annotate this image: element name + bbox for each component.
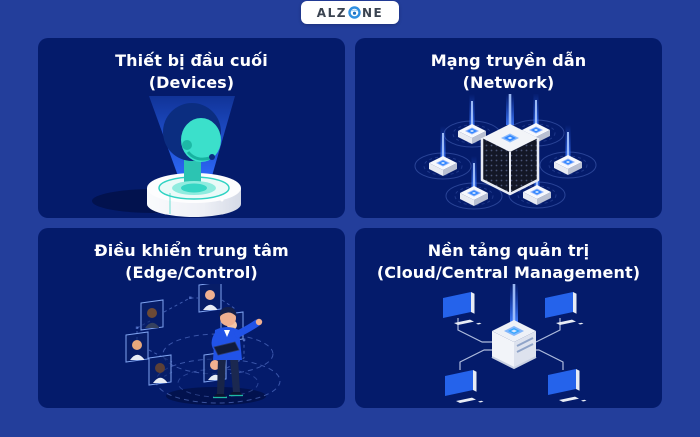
logo-text-left: ALZ <box>316 5 347 20</box>
globe-swirl-icon <box>348 6 361 19</box>
panel-edge-title: Điều khiển trung tâm (Edge/Control) <box>94 240 289 284</box>
panel-cloud-title: Nền tảng quản trị (Cloud/Central Managem… <box>377 240 640 284</box>
operator-avatars-illustration <box>38 284 345 408</box>
management-server-icon <box>491 284 537 370</box>
server-monitors-icon <box>443 284 587 403</box>
panel-edge-control: Điều khiển trung tâm (Edge/Control) <box>38 228 345 408</box>
alzone-logo-badge: ALZ NE <box>301 1 399 24</box>
panel-devices: Thiết bị đầu cuối (Devices) <box>38 38 345 218</box>
panel-network-title-vi: Mạng truyền dẫn <box>430 51 587 70</box>
network-hub-illustration <box>355 94 662 218</box>
logo-text-right: NE <box>361 5 384 20</box>
central-server-icon <box>480 94 540 196</box>
server-monitors-illustration <box>355 284 662 408</box>
workstation-monitor-icon <box>443 292 482 325</box>
panels-grid: Thiết bị đầu cuối (Devices) <box>38 38 662 408</box>
hologram-head-icon <box>163 103 221 188</box>
connector-lines <box>457 318 564 370</box>
panel-devices-title-vi: Thiết bị đầu cuối <box>115 51 268 70</box>
smart-speaker-hologram-illustration <box>38 94 345 218</box>
smart-speaker-icon <box>92 96 241 217</box>
network-hub-icon <box>414 94 597 210</box>
panel-devices-title: Thiết bị đầu cuối (Devices) <box>115 50 268 94</box>
workstation-monitor-icon <box>545 292 584 325</box>
operator-person-icon <box>211 307 263 399</box>
panel-cloud-title-en: (Cloud/Central Management) <box>376 263 641 282</box>
panel-network-title-en: (Network) <box>462 73 555 92</box>
operator-avatars-icon <box>125 284 281 405</box>
panel-edge-title-vi: Điều khiển trung tâm <box>94 241 289 260</box>
workstation-monitor-icon <box>548 369 587 402</box>
panel-cloud-management: Nền tảng quản trị (Cloud/Central Managem… <box>355 228 662 408</box>
panel-network: Mạng truyền dẫn (Network) <box>355 38 662 218</box>
panel-network-title: Mạng truyền dẫn (Network) <box>431 50 586 94</box>
panel-edge-title-en: (Edge/Control) <box>125 263 258 282</box>
panel-cloud-title-vi: Nền tảng quản trị <box>427 241 590 260</box>
panel-devices-title-en: (Devices) <box>148 73 235 92</box>
workstation-monitor-icon <box>445 370 484 403</box>
